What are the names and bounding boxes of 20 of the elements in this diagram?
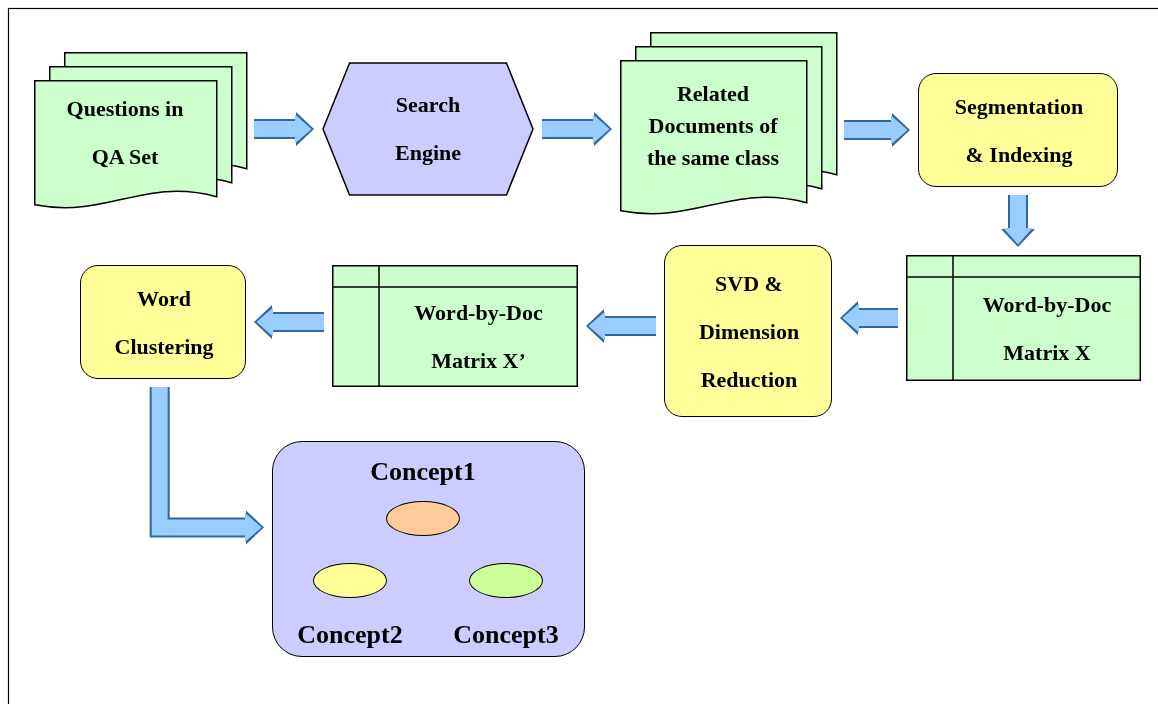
node-label: Segmentation & Indexing bbox=[953, 93, 1085, 169]
node-label: Word-by-Doc Matrix X’ bbox=[413, 299, 544, 375]
concept-label: Concept1 bbox=[369, 456, 477, 488]
matrix-table bbox=[332, 265, 578, 387]
matrix-table bbox=[906, 255, 1141, 381]
process-box bbox=[80, 265, 246, 379]
node-label: SVD & Dimension Reduction bbox=[697, 270, 801, 394]
node-label: Related Documents of the same class bbox=[646, 80, 780, 172]
process-box bbox=[918, 73, 1118, 187]
document-stack bbox=[620, 32, 836, 216]
node-label: Search Engine bbox=[394, 91, 462, 167]
process-box bbox=[664, 245, 832, 417]
hexagon-box bbox=[322, 62, 534, 196]
node-label: Word Clustering bbox=[113, 285, 215, 361]
concept-panel bbox=[272, 441, 585, 657]
concept-label: Concept3 bbox=[452, 619, 560, 651]
node-label: Questions in QA Set bbox=[65, 95, 185, 171]
concept-label: Concept2 bbox=[296, 619, 404, 651]
document-stack bbox=[34, 52, 246, 210]
node-label: Word-by-Doc Matrix X bbox=[981, 291, 1113, 367]
